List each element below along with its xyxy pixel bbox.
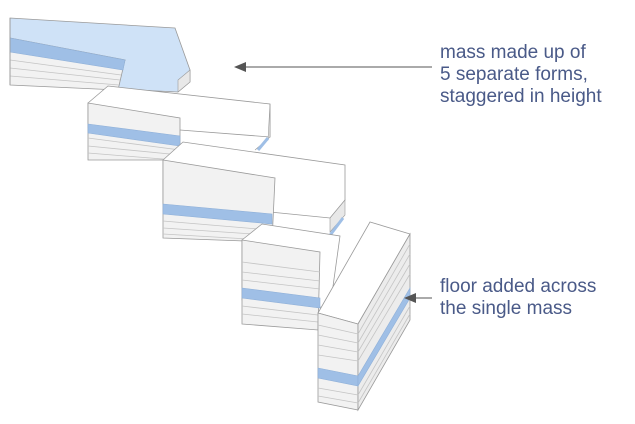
arrowhead-floor [404, 293, 416, 303]
annotation-mass-line-3: staggered in height [440, 86, 602, 107]
form-4-floor-highlight [241, 287, 321, 309]
arrow-floor [404, 293, 432, 303]
annotation-floor-line-2: the single mass [440, 298, 573, 319]
annotation-mass: mass made up of 5 separate forms, stagge… [440, 42, 602, 108]
arrowhead-mass [234, 62, 246, 72]
building-form-1 [9, 17, 191, 93]
building-form-2 [87, 85, 271, 161]
annotation-floor-line-1: floor added across [440, 276, 597, 297]
form-3-floor-highlight [162, 203, 273, 225]
form-1-side-face [177, 69, 191, 93]
building-form-5 [317, 221, 411, 412]
arrow-mass [234, 62, 432, 72]
annotation-mass-line-2: 5 separate forms, [440, 64, 588, 85]
building-form-3 [162, 141, 346, 243]
form-5-front-face [317, 312, 359, 411]
building-form-4 [241, 223, 341, 331]
form-4-front-face [241, 239, 321, 331]
annotation-mass-line-1: mass made up of [440, 42, 586, 63]
annotation-floor: floor added across the single mass [440, 276, 596, 320]
